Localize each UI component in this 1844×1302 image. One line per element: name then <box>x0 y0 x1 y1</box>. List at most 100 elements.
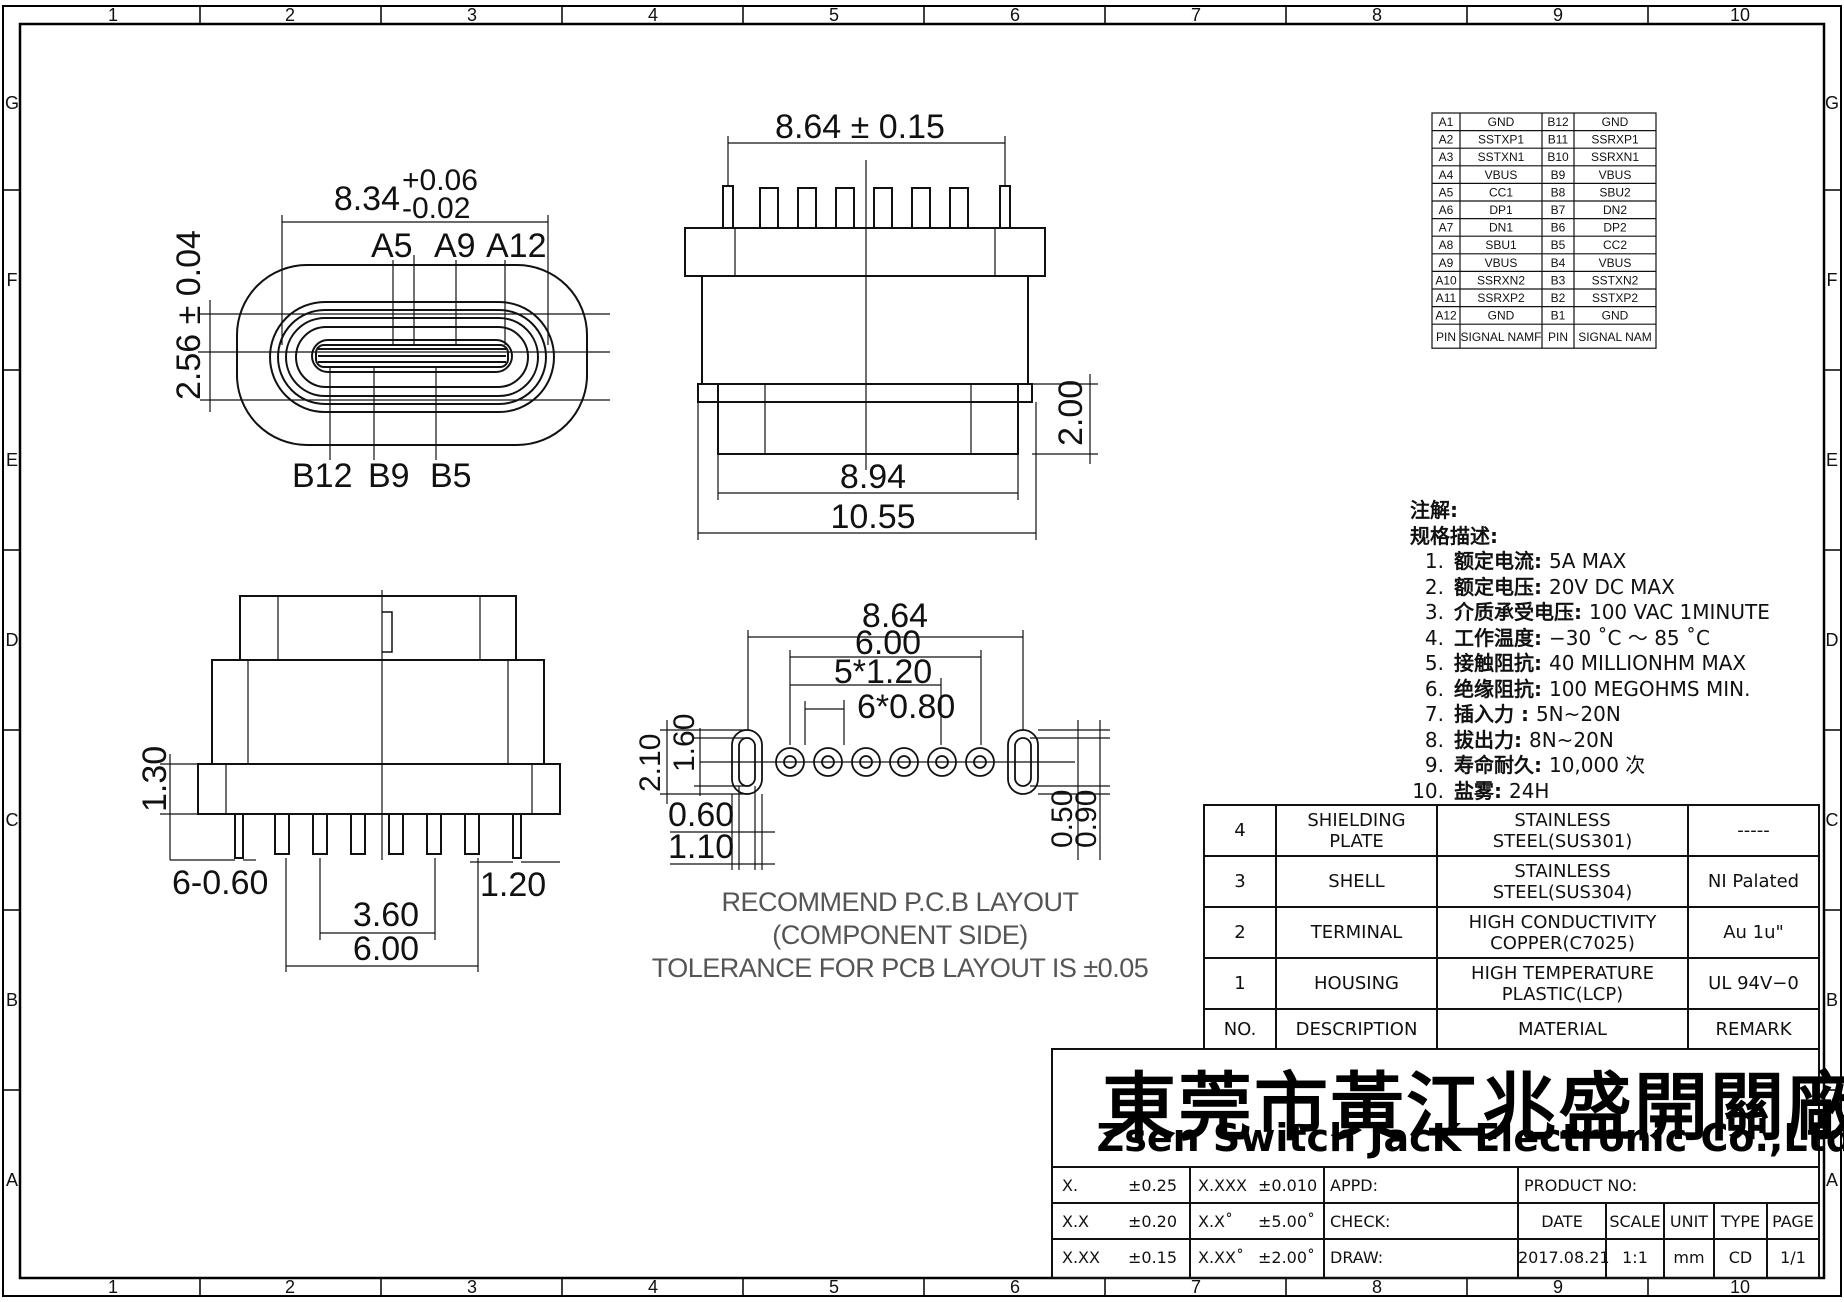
note-item: 3.介质承受电压: 100 VAC 1MINUTE <box>1410 600 1770 626</box>
pin-table-cell: B7 <box>1551 203 1566 217</box>
pcb-dim-864: 8.64 <box>862 597 928 635</box>
grid-row-label: C <box>6 810 19 830</box>
pin-table-cell: B3 <box>1551 273 1566 287</box>
note-number: 8. <box>1424 727 1444 752</box>
note-item: 6.绝缘阻抗: 100 MEGOHMS MIN. <box>1410 677 1770 703</box>
title-block-header: TYPE <box>1720 1212 1761 1231</box>
pin-table-cell: B10 <box>1547 150 1569 164</box>
side-view <box>160 590 561 972</box>
top-dim-width: 8.64 ± 0.15 <box>775 108 945 146</box>
pin-table-cell: B5 <box>1551 238 1566 252</box>
side-dim-600: 6.00 <box>353 930 419 968</box>
grid-col-label: 7 <box>1191 1277 1201 1297</box>
note-key: 绝缘阻抗: <box>1454 676 1549 701</box>
grid-row-label: G <box>5 93 19 113</box>
grid-col-label: 4 <box>648 1277 658 1297</box>
grid-col-label: 3 <box>467 5 477 25</box>
note-number: 6. <box>1424 676 1444 701</box>
tol-value: ±5.00˚ <box>1258 1212 1316 1231</box>
pin-table-cell: VBUS <box>1599 168 1632 182</box>
grid-row-label: F <box>7 270 18 290</box>
pin-table-cell: SBU1 <box>1485 238 1517 252</box>
grid-row-label: A <box>6 1170 18 1190</box>
note-key: 盐雾: <box>1454 778 1509 803</box>
bom-no: 3 <box>1234 871 1246 892</box>
front-width-dim: 8.34 <box>334 180 400 218</box>
note-item: 5.接触阻抗: 40 MILLIONHM MAX <box>1410 651 1770 677</box>
pin-table-cell: CC2 <box>1603 238 1627 252</box>
title-block-value: 1/1 <box>1780 1248 1806 1267</box>
grid-col-label: 8 <box>1372 1277 1382 1297</box>
front-pin-label-b12: B12 <box>292 457 353 495</box>
tol-value: ±2.00˚ <box>1258 1248 1316 1267</box>
grid-col-label: 10 <box>1730 1277 1750 1297</box>
pin-table-cell: CC1 <box>1489 185 1513 199</box>
grid-col-label: 8 <box>1372 5 1382 25</box>
pin-table-cell: SSTXN1 <box>1478 150 1525 164</box>
pin-table-cell: GND <box>1602 309 1629 323</box>
grid-col-label: 5 <box>829 5 839 25</box>
pin-table-cell: B4 <box>1551 256 1566 270</box>
tol-format: X.XXX <box>1198 1176 1247 1195</box>
title-block-value: 2017.08.21 <box>1518 1248 1610 1267</box>
bom-description: HOUSING <box>1313 973 1400 994</box>
product-no-label: PRODUCT NO: <box>1524 1176 1638 1195</box>
pin-table-cell: A2 <box>1439 133 1454 147</box>
bom-table-grid <box>1203 804 1820 1050</box>
bom-material: HIGH CONDUCTIVITY COPPER(C7025) <box>1468 911 1657 954</box>
pin-table-cell: A7 <box>1439 221 1454 235</box>
note-item: 9.寿命耐久: 10,000 次 <box>1410 753 1770 779</box>
note-key: 额定电流: <box>1454 549 1549 573</box>
note-number: 5. <box>1424 651 1444 675</box>
pcb-dim-060: 0.60 <box>668 796 734 834</box>
notes-title-1: 注解: <box>1410 498 1458 522</box>
pin-table-cell: SSTXN2 <box>1592 273 1639 287</box>
pin-table-cell: A6 <box>1439 203 1454 217</box>
pin-table-cell: A1 <box>1439 115 1454 129</box>
grid-col-label: 6 <box>1010 1277 1020 1297</box>
side-dim-pins: 6-0.60 <box>172 864 268 902</box>
pin-table-footer-cell: PIN <box>1548 330 1568 344</box>
note-value: 5N~20N <box>1535 702 1621 726</box>
pin-table-cell: A9 <box>1439 256 1454 270</box>
bom-remark: NI Palated <box>1707 871 1800 892</box>
bom-description: SHELL <box>1328 871 1385 892</box>
front-pin-label-a12: A12 <box>486 227 547 265</box>
grid-ticks <box>3 6 1841 1296</box>
title-block-header: SCALE <box>1609 1212 1661 1231</box>
pcb-dim-090: 0.90 <box>1070 790 1103 848</box>
notes-title-2: 规格描述: <box>1410 523 1498 548</box>
bom-material: HIGH TEMPERATURE PLASTIC(LCP) <box>1471 962 1654 1005</box>
pcb-caption-line-1: RECOMMEND P.C.B LAYOUT <box>721 887 1079 917</box>
grid-col-label: 10 <box>1730 5 1750 25</box>
bom-remark: ----- <box>1737 820 1770 841</box>
grid-col-label: 1 <box>108 5 118 25</box>
grid-col-label: 2 <box>285 5 295 25</box>
pcb-dim-600: 6.00 <box>855 624 921 662</box>
tol-value: ±0.25 <box>1128 1176 1178 1195</box>
appd-label: APPD: <box>1330 1176 1378 1195</box>
pcb-dim-050: 0.50 <box>1046 790 1079 848</box>
grid-col-label: 6 <box>1010 5 1020 25</box>
pin-table-cell: A5 <box>1439 185 1454 199</box>
title-block-grid <box>1051 1048 1820 1279</box>
front-pin-label-b5: B5 <box>430 457 472 495</box>
note-value: 40 MILLIONHM MAX <box>1548 651 1747 675</box>
bom-no: 1 <box>1234 973 1246 994</box>
pin-table-cell: B11 <box>1548 133 1569 147</box>
bom-header-no: NO. <box>1223 1018 1257 1040</box>
note-key: 工作温度: <box>1454 625 1549 650</box>
pcb-dim-210: 2.10 <box>634 734 667 792</box>
pcb-dim-6x080: 6*0.80 <box>857 688 955 726</box>
bom-remark: UL 94V−0 <box>1708 973 1799 994</box>
pin-table-footer-cell: SIGNAL NAMF <box>1461 330 1542 344</box>
grid-row-label: E <box>6 450 18 470</box>
grid-row-label: D <box>6 630 19 650</box>
note-number: 10. <box>1412 778 1444 803</box>
bom-no: 4 <box>1234 820 1246 841</box>
draw-label: DRAW: <box>1330 1248 1384 1267</box>
grid-col-label: 1 <box>108 1277 118 1297</box>
